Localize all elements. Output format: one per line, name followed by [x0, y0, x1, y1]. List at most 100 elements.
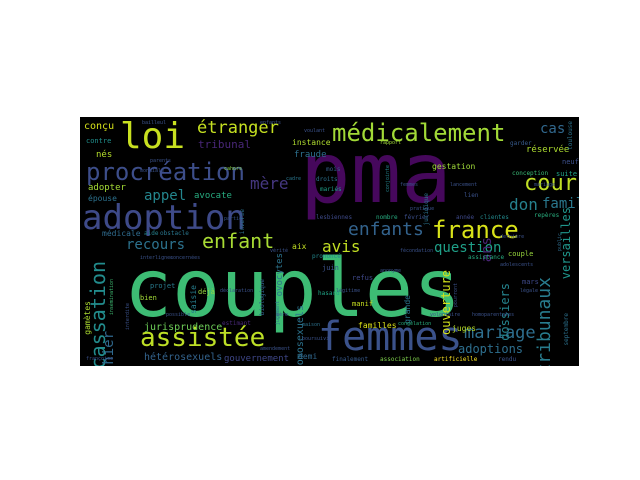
word-nombre: nombre — [376, 214, 398, 221]
word-amendement: amendement — [260, 346, 291, 352]
word-cloud: couples pma adoption femmes loi médicale… — [80, 117, 579, 366]
word-interdite: interdite — [125, 303, 131, 331]
word-france: france — [432, 216, 519, 244]
word-don: don — [509, 195, 538, 214]
word-estimant: estimant — [222, 320, 251, 327]
word-lesbiennes: lesbiennes — [316, 214, 353, 221]
word-familles: familles — [358, 321, 397, 330]
word-refus: refus — [352, 274, 374, 282]
word-poursuivi: poursuivi — [302, 336, 330, 342]
word-couples: couples — [124, 242, 462, 335]
word-cas: cas — [540, 121, 566, 137]
word-saisie: saisie — [189, 285, 198, 314]
word-etranger: étranger — [197, 118, 279, 138]
word-mars: mars — [522, 278, 539, 286]
word-lien: lien — [464, 192, 479, 199]
word-concu: conçu — [84, 121, 115, 132]
word-declaration: déclaration — [220, 288, 254, 294]
word-possible: possible — [166, 312, 191, 318]
word-conjointe: conjointe — [385, 165, 391, 193]
word-mariage: mariage — [464, 323, 536, 343]
word-bien: bien — [140, 294, 157, 302]
word-cour: cour — [524, 171, 577, 196]
word-jurisprudence: jurisprudence — [144, 322, 223, 333]
word-suite: suite — [556, 170, 578, 178]
word-avis: avis — [322, 237, 361, 256]
word-femmes2: femmes — [400, 182, 419, 188]
word-verite: vérité — [270, 248, 289, 254]
word-droits: droits — [316, 176, 338, 183]
word-anonyme: anonyme — [380, 268, 402, 274]
word-deja: déjà — [198, 288, 215, 296]
word-medicalement: médicalement — [332, 119, 506, 147]
word-inverse: inverse — [239, 209, 246, 235]
word-septembre: septembre — [563, 313, 570, 346]
word-association: association — [380, 356, 420, 363]
word-projet: projet — [150, 282, 176, 290]
word-parents: parents — [150, 158, 172, 164]
word-interlignes: interlignes — [140, 255, 174, 261]
word-tribunaux: tribunaux — [534, 277, 555, 366]
word-ovocytes: ovocytes — [275, 253, 285, 297]
word-aix: aix — [292, 242, 307, 251]
word-homoparentales: homoparentales — [472, 312, 515, 318]
word-derniere: dernière — [500, 234, 525, 240]
word-mois: mois — [326, 166, 341, 173]
word-mere: mère — [250, 174, 289, 193]
word-assistance: assistance — [468, 254, 505, 261]
word-enfants: enfants — [348, 219, 424, 240]
word-adopter: adopter — [88, 183, 126, 193]
word-reservee: réservée — [526, 145, 570, 155]
word-assistee: assistée — [140, 323, 266, 353]
word-finalement: finalement — [332, 356, 369, 363]
word-reperes: repères — [534, 212, 560, 219]
word-enfants2: enfants — [260, 120, 282, 126]
word-question: question — [434, 240, 502, 256]
word-tribunal: tribunal — [198, 138, 251, 151]
word-maries: mariés — [320, 186, 342, 193]
word-adoptions: adoptions — [458, 342, 524, 356]
word-procreation: procréation — [86, 158, 245, 186]
word-bailleul: bailleul — [142, 120, 167, 126]
word-grande: grande — [403, 295, 412, 324]
word-gametes: gamètes — [83, 301, 92, 335]
word-heterosexuels: hétérosexuels — [144, 352, 223, 363]
word-garder: garder — [510, 140, 532, 147]
word-avocate: avocate — [194, 191, 232, 201]
word-clientes: clientes — [480, 214, 509, 221]
word-adoption: adoption — [82, 198, 246, 238]
word-pourront: pourront — [453, 283, 459, 308]
word-volontaire: volontaire — [430, 312, 461, 318]
word-enfant: enfant — [202, 229, 275, 253]
word-pratique: pratique — [410, 206, 435, 212]
word-juges: juges — [452, 324, 477, 333]
word-concernees: concernées — [170, 255, 201, 261]
word-partie: partie — [224, 216, 243, 222]
word-toulouse: toulouse — [567, 121, 574, 150]
word-legitime: légitime — [336, 288, 361, 294]
word-insemination: insémination — [109, 279, 115, 316]
word-legale: légale — [520, 288, 539, 294]
word-francoise: françoise — [86, 356, 114, 362]
word-prononce: prononcé — [312, 253, 341, 260]
word-congelation: congélation — [398, 321, 432, 327]
word-rendu: rendu — [498, 356, 517, 363]
word-ouverture: ouverture — [439, 270, 453, 336]
word-gouvernement: gouvernement — [224, 354, 290, 364]
word-public: public — [557, 233, 563, 252]
word-lancement: lancement — [450, 182, 478, 188]
word-recours: recours — [126, 237, 186, 253]
word-mondiale: mondiale — [140, 168, 165, 174]
word-obstacle: obstacle — [160, 230, 189, 237]
word-rapport: rapport — [380, 140, 402, 146]
word-aide: aide — [144, 230, 159, 237]
word-cahors: cahors — [224, 166, 243, 172]
word-couple: couple — [508, 250, 534, 258]
word-mariage2: mariage — [534, 182, 556, 188]
word-neuf: neuf — [562, 158, 579, 166]
word-annee: année — [456, 214, 475, 221]
word-loi: loi — [120, 117, 186, 157]
word-artificielle: artificielle — [434, 356, 478, 363]
word-juin: juin — [322, 264, 339, 272]
word-fevrier: février — [404, 214, 430, 221]
